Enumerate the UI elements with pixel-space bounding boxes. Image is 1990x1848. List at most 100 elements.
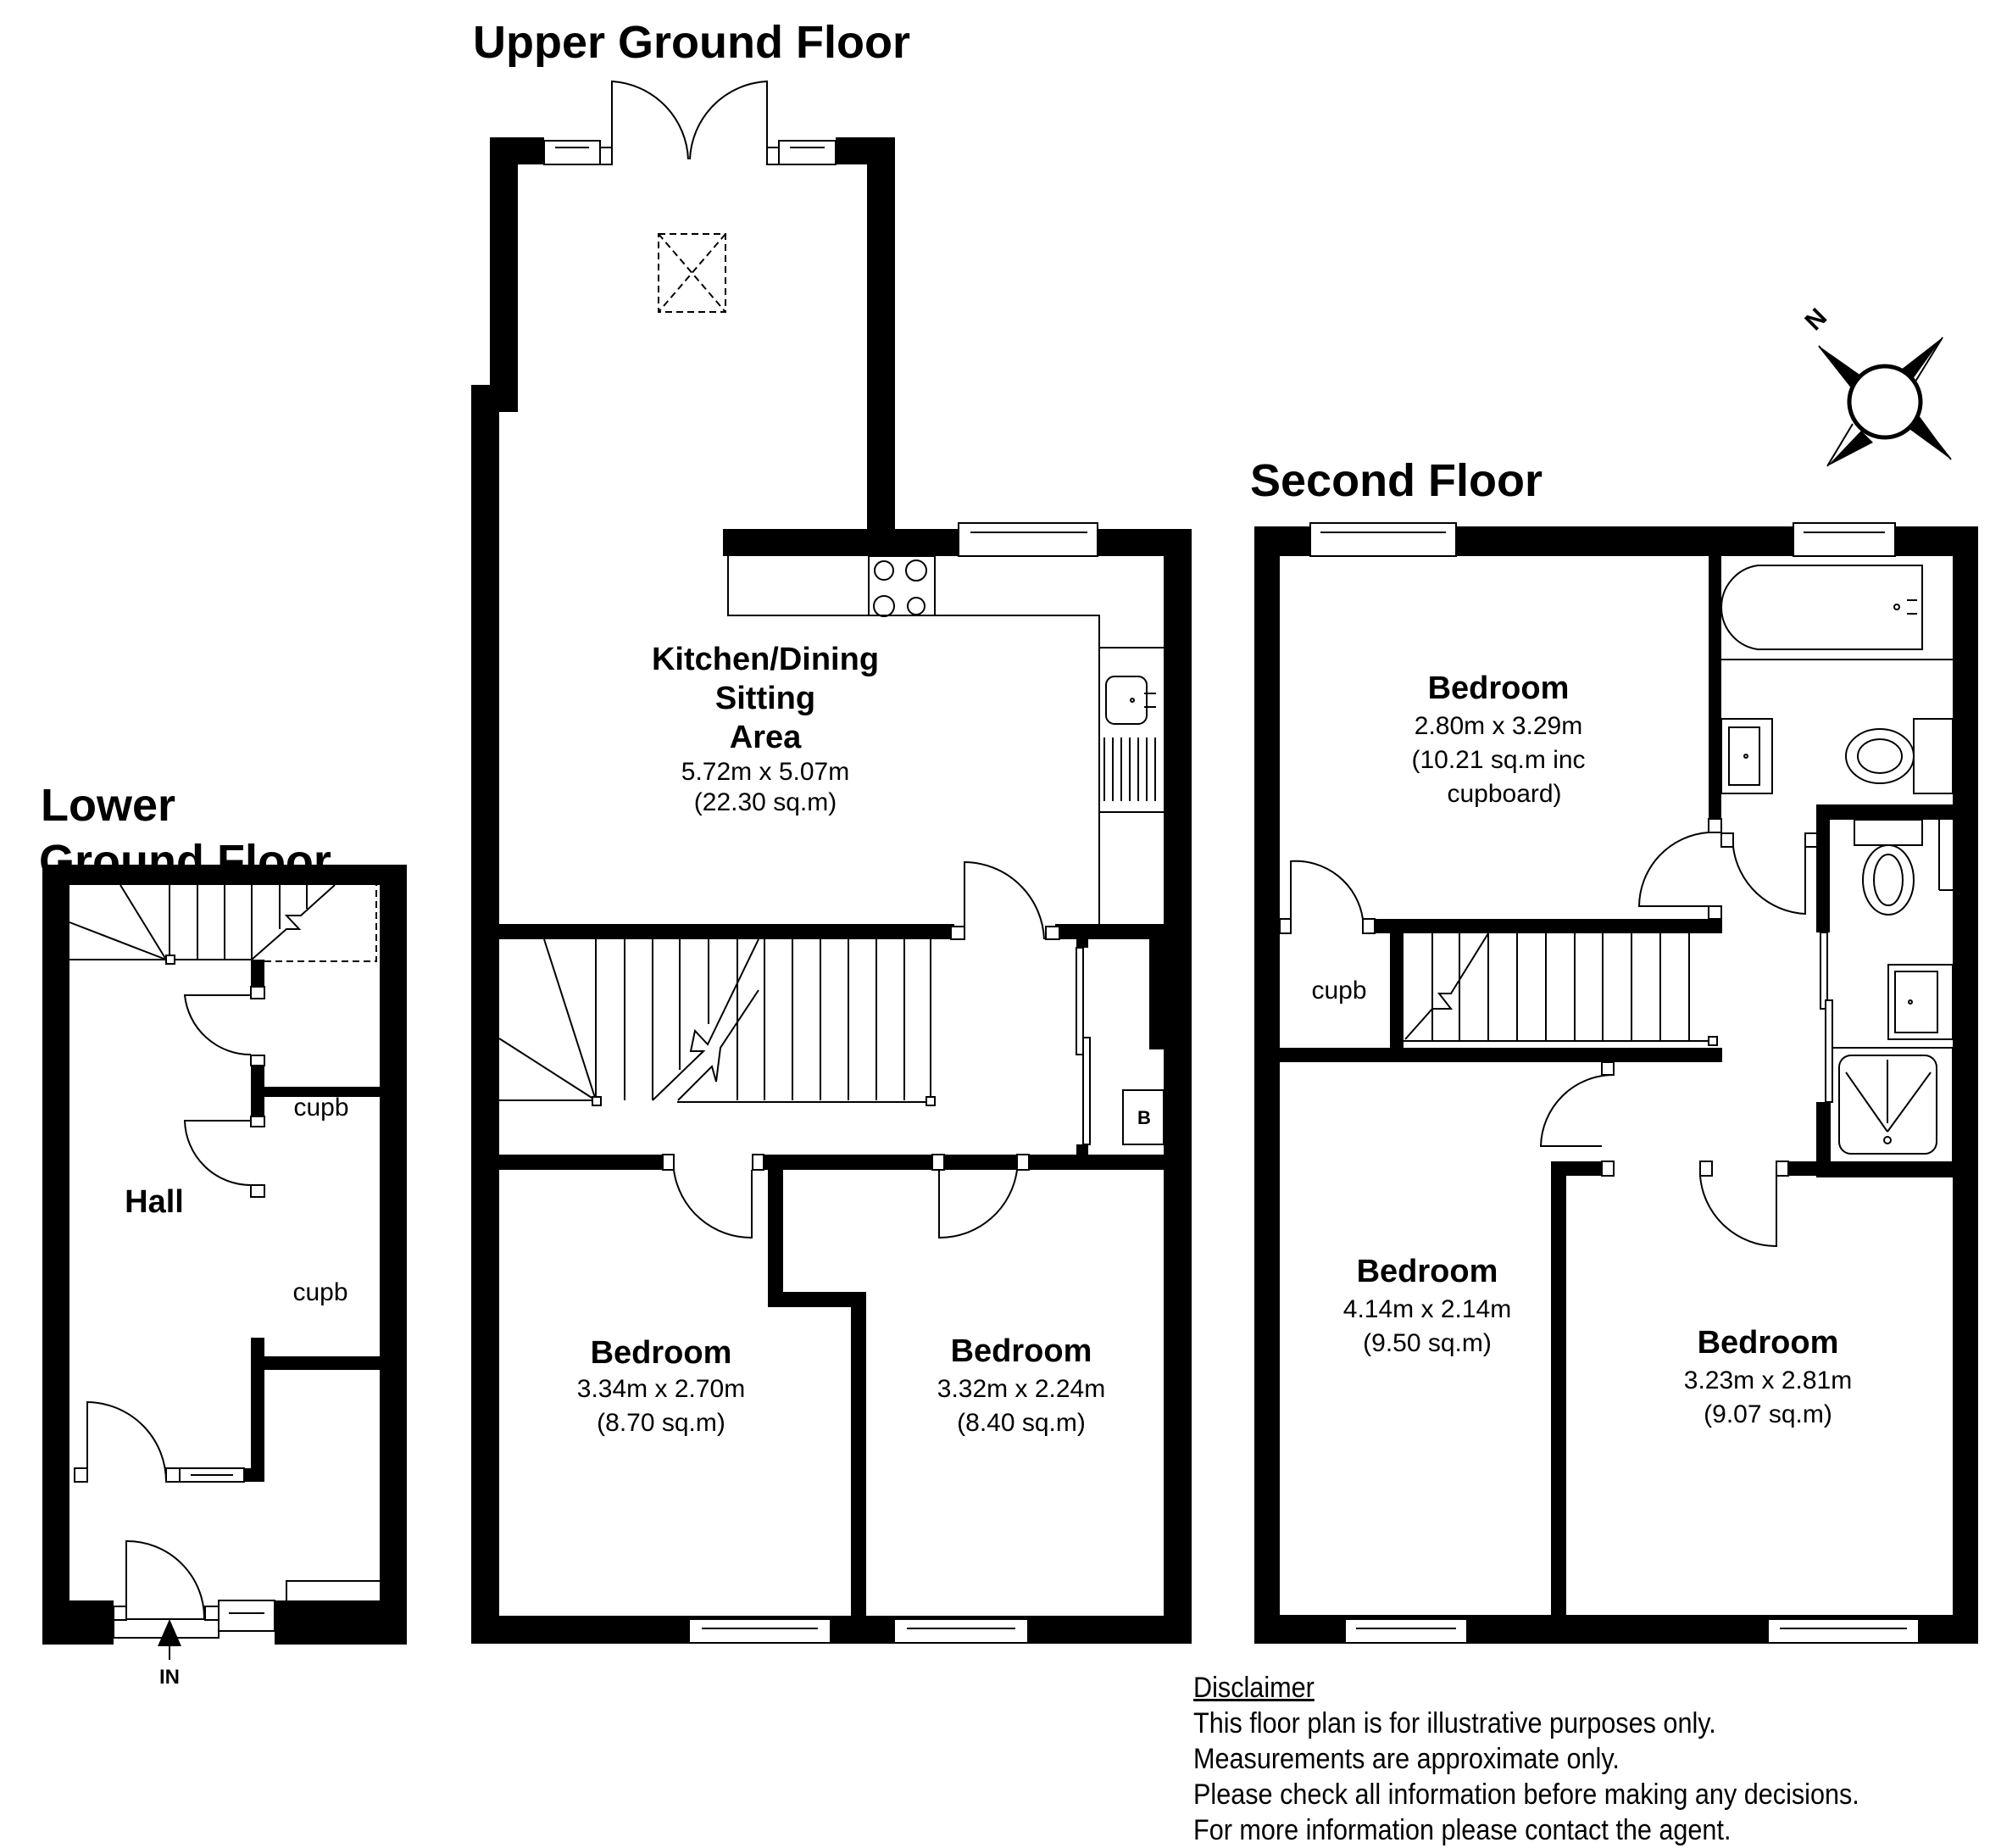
toilet-icon [1854, 819, 1953, 916]
window [543, 140, 601, 165]
bath-icon [1720, 565, 1953, 660]
wall [42, 1600, 114, 1645]
window [778, 140, 837, 165]
wall [499, 1155, 663, 1170]
disclaimer-line: For more information please contact the … [1193, 1814, 1732, 1846]
bedroom-area-note: cupboard) [1447, 780, 1561, 808]
wall [768, 1155, 783, 1305]
disclaimer: Disclaimer This floor plan is for illust… [1193, 1670, 1859, 1848]
sliding-door[interactable] [1825, 999, 1833, 1103]
bedroom-dimensions: 3.32m x 2.24m [937, 1375, 1105, 1403]
wall [490, 137, 544, 164]
wall [251, 1066, 264, 1116]
window [1767, 1618, 1920, 1644]
bedroom-dimensions: 2.80m x 3.29m [1415, 712, 1582, 740]
toilet-icon [1845, 718, 1954, 794]
staircase [498, 938, 936, 1106]
shower-icon [1829, 1047, 1954, 1164]
wall [1149, 939, 1164, 1049]
wall [1953, 526, 1978, 1644]
lower-ground-title-line1: Lower [41, 780, 175, 831]
bedroom-dimensions: 4.14m x 2.14m [1343, 1295, 1511, 1323]
staircase [1404, 932, 1718, 1046]
wall [1254, 526, 1280, 1644]
window [1793, 522, 1896, 557]
wall [1076, 939, 1088, 948]
hob-icon [868, 555, 936, 617]
kitchen-label-line2: Sitting [715, 681, 815, 716]
basin-icon [1887, 964, 1954, 1040]
kitchen-label-line3: Area [730, 720, 802, 755]
room-label-cupboard: cupb [1311, 977, 1366, 1005]
window [1344, 1618, 1468, 1644]
sliding-door[interactable] [1076, 947, 1084, 1055]
wall [490, 137, 518, 412]
disclaimer-line: Please check all information before maki… [1193, 1778, 1859, 1811]
wall [1029, 1155, 1164, 1170]
wall [380, 865, 407, 1645]
wall [264, 1087, 380, 1097]
window [218, 1600, 275, 1632]
bedroom-door[interactable] [1539, 1061, 1615, 1177]
cupboard-door[interactable] [1279, 860, 1376, 934]
bedroom-label: Bedroom [951, 1333, 1092, 1369]
boiler-label: B [1137, 1107, 1151, 1128]
wall [264, 1356, 380, 1370]
wall [1373, 919, 1722, 933]
bedroom-door[interactable] [662, 1154, 764, 1239]
basin-icon [1720, 718, 1773, 794]
wall [499, 924, 954, 939]
sliding-door[interactable] [1082, 1037, 1091, 1145]
front-door[interactable] [113, 1539, 220, 1639]
wall [251, 1338, 264, 1482]
bedroom-label: Bedroom [591, 1335, 732, 1371]
disclaimer-line: Measurements are approximate only. [1193, 1743, 1620, 1775]
disclaimer-heading: Disclaimer [1193, 1672, 1315, 1704]
wall [1390, 933, 1404, 1060]
entrance-label: IN [159, 1666, 180, 1689]
bedroom-area: (8.40 sq.m) [957, 1409, 1086, 1437]
upper-ground-title: Upper Ground Floor [473, 17, 910, 68]
staircase [69, 884, 377, 965]
wall [723, 529, 1192, 556]
bedroom-dimensions: 3.23m x 2.81m [1684, 1367, 1852, 1394]
wall [1164, 529, 1192, 1644]
compass-rose-icon: N [1800, 303, 1952, 467]
room-label-cupboard: cupb [293, 1094, 348, 1122]
kitchen-door[interactable] [950, 860, 1060, 940]
compass-north-label: N [1800, 303, 1833, 337]
wall [42, 865, 407, 885]
bathroom-door[interactable] [1720, 832, 1818, 916]
kitchen-dimensions: 5.72m x 5.07m [681, 758, 849, 786]
roof-light [658, 233, 726, 313]
lower-ground-floor: Lower Ground Floor [39, 780, 407, 1689]
sliding-door[interactable] [1820, 932, 1828, 1010]
wall [1816, 820, 1830, 932]
door [74, 1400, 181, 1483]
bedroom-door[interactable] [1699, 1161, 1789, 1248]
window [1309, 522, 1457, 557]
wall [1816, 1102, 1830, 1177]
bedroom-label: Bedroom [1357, 1254, 1498, 1289]
kitchen-label-line1: Kitchen/Dining [652, 642, 879, 677]
wall [1788, 1161, 1953, 1176]
disclaimer-line: This floor plan is for illustrative purp… [1193, 1707, 1716, 1739]
window [958, 522, 1098, 557]
wall [1076, 1144, 1088, 1155]
french-doors[interactable] [599, 80, 780, 165]
wall [244, 1468, 264, 1482]
second-floor-title: Second Floor [1250, 455, 1543, 506]
bedroom-area: (9.50 sq.m) [1363, 1329, 1492, 1357]
bedroom-door[interactable] [1637, 818, 1722, 920]
wall [275, 1600, 407, 1645]
entrance-arrow-icon [158, 1619, 181, 1646]
wall [42, 865, 69, 1645]
bedroom-dimensions: 3.34m x 2.70m [577, 1375, 745, 1403]
window [893, 1618, 1029, 1644]
bedroom-area: (9.07 sq.m) [1704, 1400, 1832, 1428]
bedroom-door[interactable] [931, 1154, 1030, 1239]
wall [1709, 556, 1721, 819]
bedroom-area: (10.21 sq.m inc [1411, 746, 1585, 774]
kitchen-area: (22.30 sq.m) [694, 788, 837, 816]
